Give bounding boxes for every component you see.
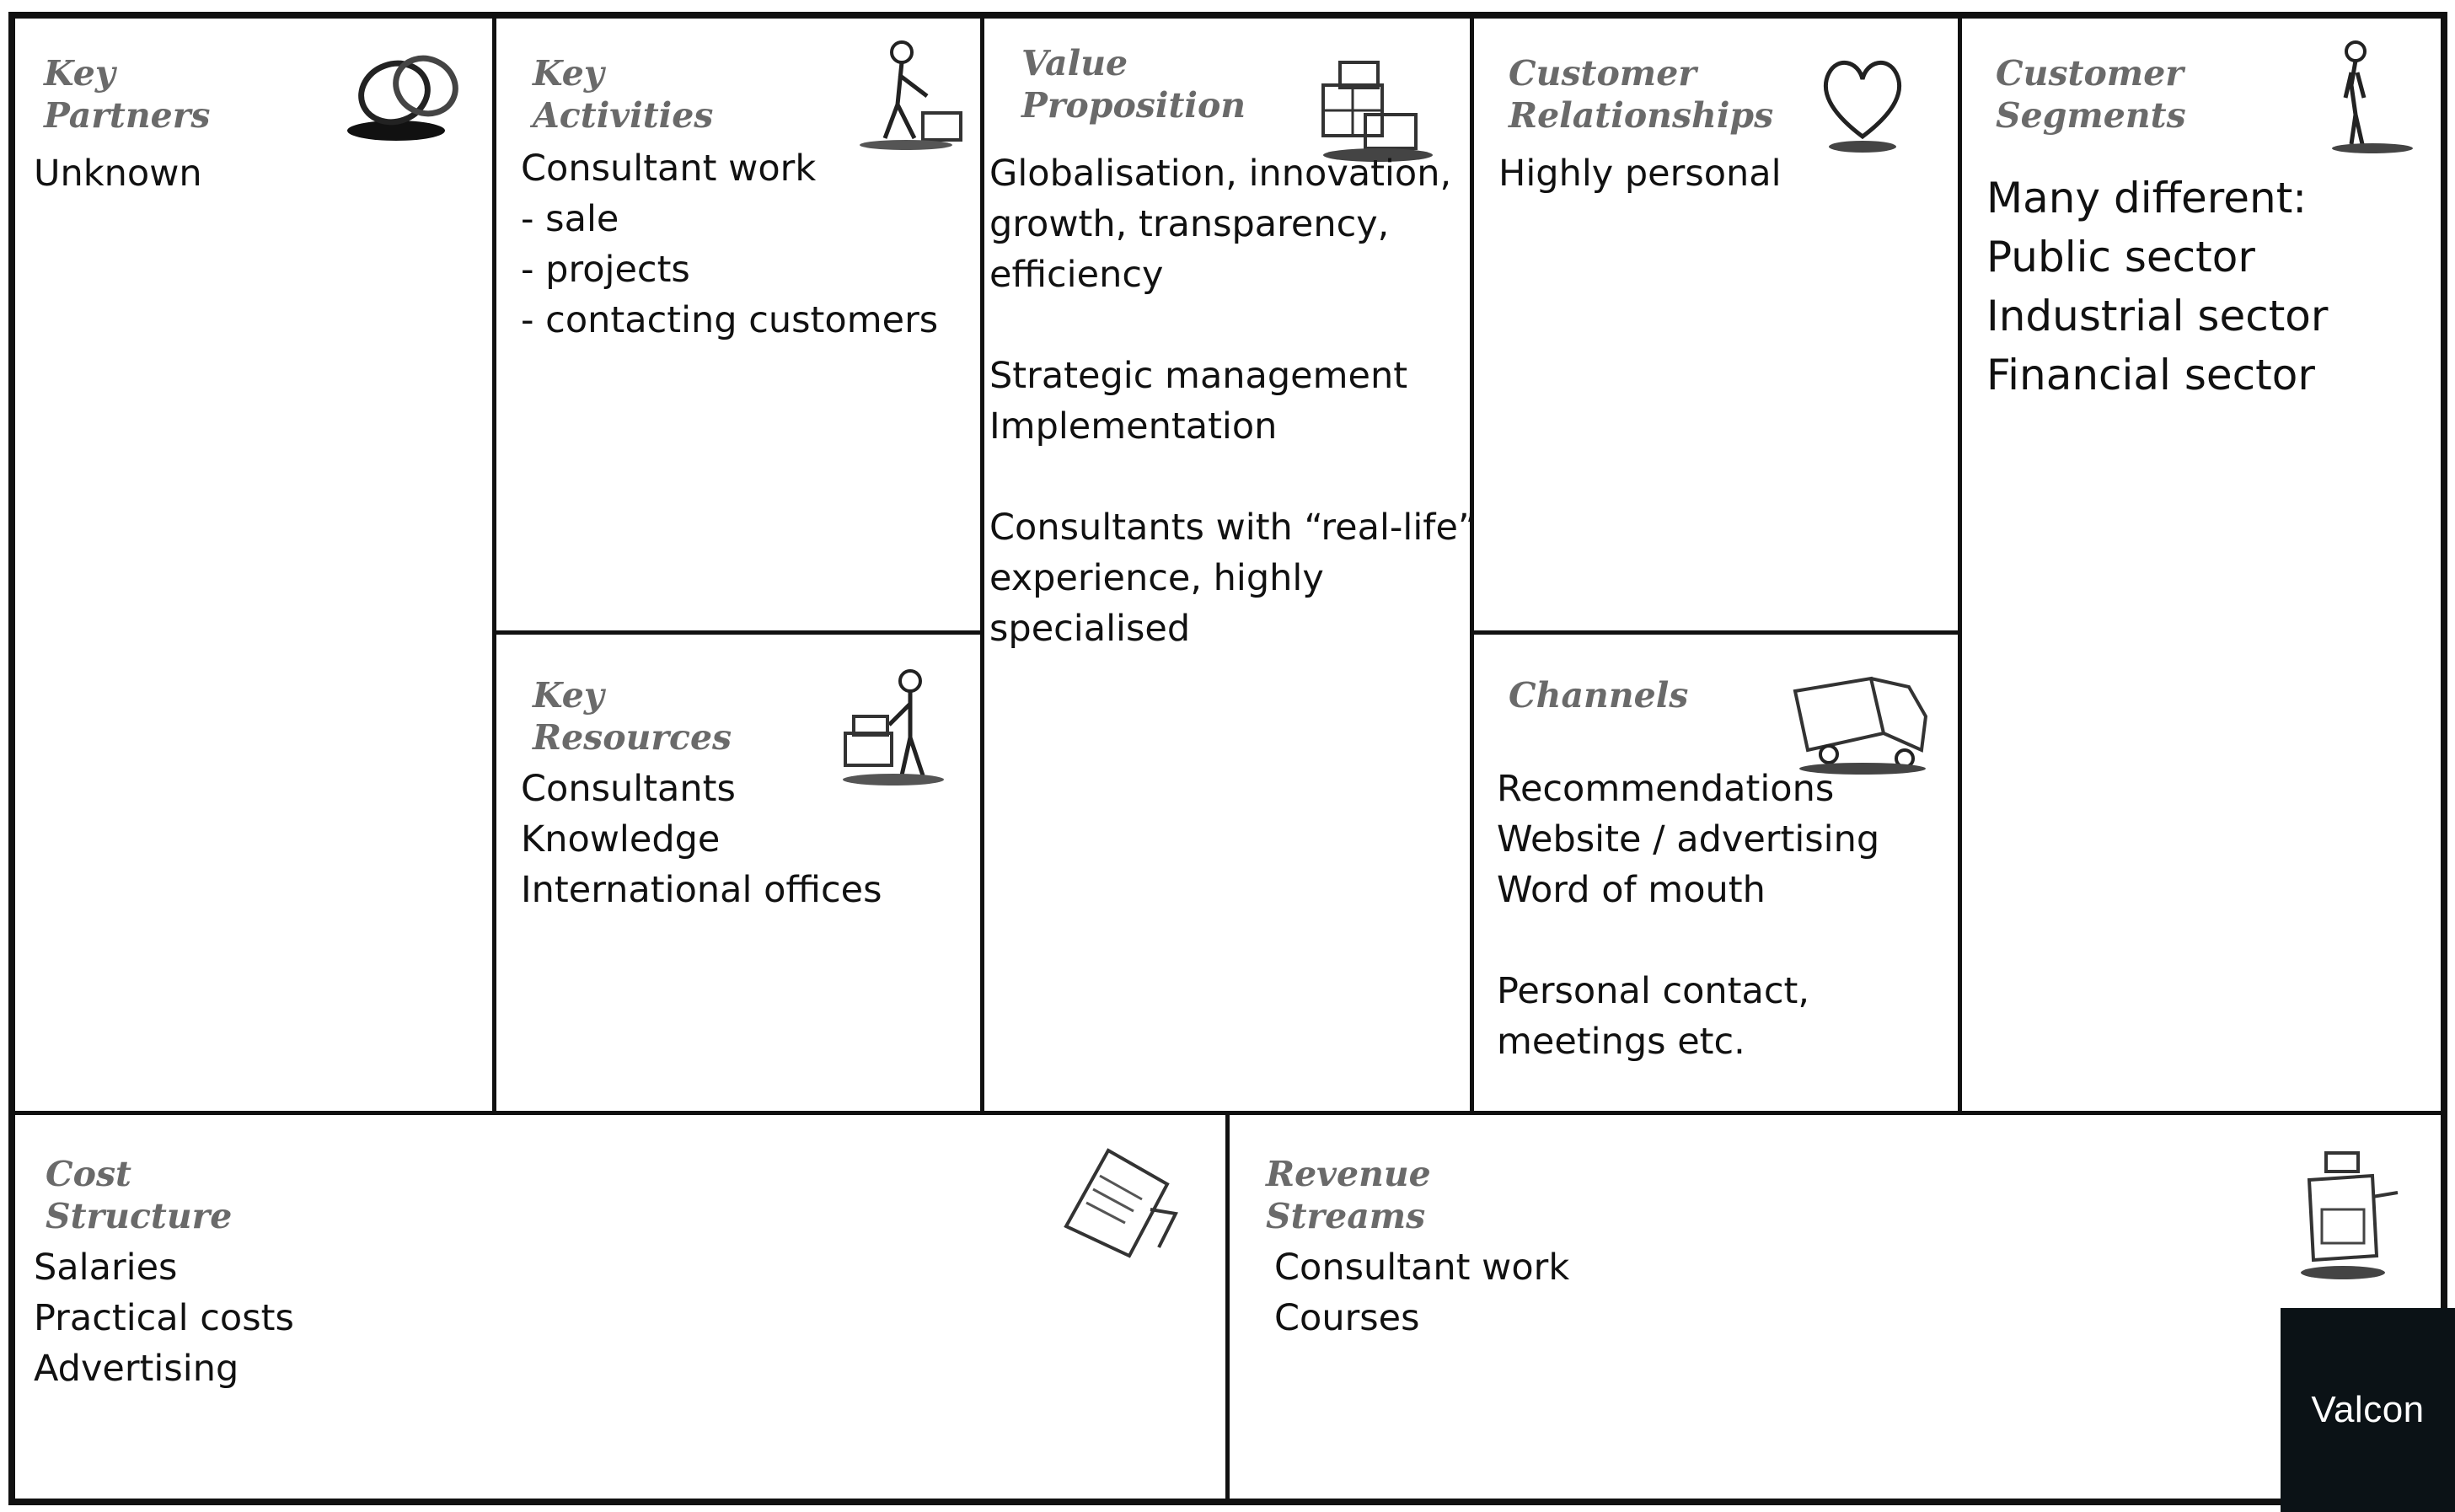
gift-boxes-icon: [1321, 61, 1433, 162]
block-content: Salaries Practical costs Advertising: [34, 1242, 294, 1394]
block-title: Key Partners: [44, 52, 210, 137]
block-content: Recommendations Website / advertising Wo…: [1497, 764, 1879, 1067]
content-line: Recommendations: [1497, 768, 1835, 810]
content-line: Advertising: [34, 1348, 239, 1390]
title-line: Value: [1021, 43, 1128, 83]
delivery-truck-icon: [1793, 676, 1928, 775]
divider: [1470, 630, 1962, 635]
block-content: Consultant work Courses: [1274, 1242, 1569, 1343]
content-line: Industrial sector: [1986, 292, 2329, 340]
standing-person-icon: [2332, 40, 2413, 153]
block-title: Cost Structure: [46, 1153, 232, 1237]
title-line: Revenue: [1266, 1154, 1431, 1194]
content-line: growth, transparency,: [989, 203, 1390, 245]
content-line: meetings etc.: [1497, 1021, 1745, 1063]
divider: [980, 12, 984, 1114]
divider: [1470, 12, 1474, 1114]
block-content: Highly personal: [1498, 148, 1782, 199]
block-content: Consultant work - sale - projects - cont…: [521, 143, 938, 346]
title-line: Structure: [46, 1196, 233, 1236]
title-line: Relationships: [1509, 95, 1774, 136]
content-line: - contacting customers: [521, 299, 939, 341]
content-line: Consultants with “real-life”: [989, 507, 1477, 549]
block-title: Key Resources: [533, 674, 732, 759]
block-title: Customer Segments: [1996, 52, 2186, 137]
block-content: Many different: Public sector Industrial…: [1986, 169, 2328, 405]
block-content: Consultants Knowledge International offi…: [521, 764, 882, 915]
title-line: Key: [44, 53, 115, 94]
content-line: Consultant work: [1274, 1247, 1570, 1289]
title-line: Resources: [533, 717, 732, 758]
content-line: Personal contact,: [1497, 970, 1810, 1012]
block-content: Globalisation, innovation, growth, trans…: [989, 148, 1477, 654]
divider: [1225, 1111, 1230, 1505]
content-line: efficiency: [989, 254, 1164, 296]
content-line: Consultant work: [521, 147, 817, 190]
divider: [492, 12, 496, 1114]
price-tag-receipt-icon: [1064, 1148, 1178, 1258]
content-line: Many different:: [1986, 174, 2308, 223]
block-title: Value Proposition: [1021, 42, 1246, 126]
block-title: Key Activities: [533, 52, 713, 137]
divider: [1958, 12, 1962, 1114]
content-line: Consultants: [521, 768, 736, 810]
paragraph-gap: [989, 300, 1477, 351]
heart-icon: [1823, 60, 1902, 153]
title-line: Customer: [1509, 53, 1697, 94]
title-line: Partners: [44, 95, 211, 136]
content-line: Courses: [1274, 1297, 1420, 1339]
title-line: Streams: [1266, 1196, 1426, 1236]
worker-pushing-icon: [860, 40, 962, 150]
divider: [492, 630, 984, 635]
content-line: Word of mouth: [1497, 869, 1766, 911]
content-line: experience, highly: [989, 557, 1324, 599]
person-with-boxes-icon: [843, 669, 944, 785]
block-content: Unknown: [34, 148, 202, 199]
content-line: - sale: [521, 198, 619, 240]
logo-text: Valcon: [2311, 1389, 2425, 1430]
title-line: Segments: [1996, 95, 2186, 136]
cash-register-icon: [2301, 1151, 2399, 1279]
title-line: Channels: [1509, 675, 1689, 716]
content-line: - projects: [521, 249, 690, 291]
content-line: Knowledge: [521, 818, 721, 861]
content-line: Unknown: [34, 153, 202, 195]
rings-icon: [347, 55, 458, 141]
title-line: Activities: [533, 95, 714, 136]
content-line: Practical costs: [34, 1297, 294, 1339]
content-line: Salaries: [34, 1247, 178, 1289]
content-line: International offices: [521, 869, 882, 911]
title-line: Key: [533, 675, 604, 716]
title-line: Customer: [1996, 53, 2184, 94]
block-title: Channels: [1509, 674, 1688, 716]
content-line: Strategic management: [989, 355, 1408, 397]
valcon-logo: Valcon: [2281, 1308, 2455, 1512]
title-line: Key: [533, 53, 604, 94]
paragraph-gap: [989, 452, 1477, 502]
content-line: Public sector: [1986, 233, 2255, 281]
content-line: Highly personal: [1498, 153, 1782, 195]
paragraph-gap: [1497, 915, 1879, 966]
block-title: Customer Relationships: [1509, 52, 1773, 137]
title-line: Cost: [46, 1154, 131, 1194]
content-line: Financial sector: [1986, 351, 2315, 399]
content-line: Globalisation, innovation,: [989, 153, 1452, 195]
block-title: Revenue Streams: [1266, 1153, 1431, 1237]
title-line: Proposition: [1021, 85, 1246, 126]
content-line: specialised: [989, 608, 1191, 650]
content-line: Website / advertising: [1497, 818, 1880, 861]
content-line: Implementation: [989, 405, 1278, 448]
